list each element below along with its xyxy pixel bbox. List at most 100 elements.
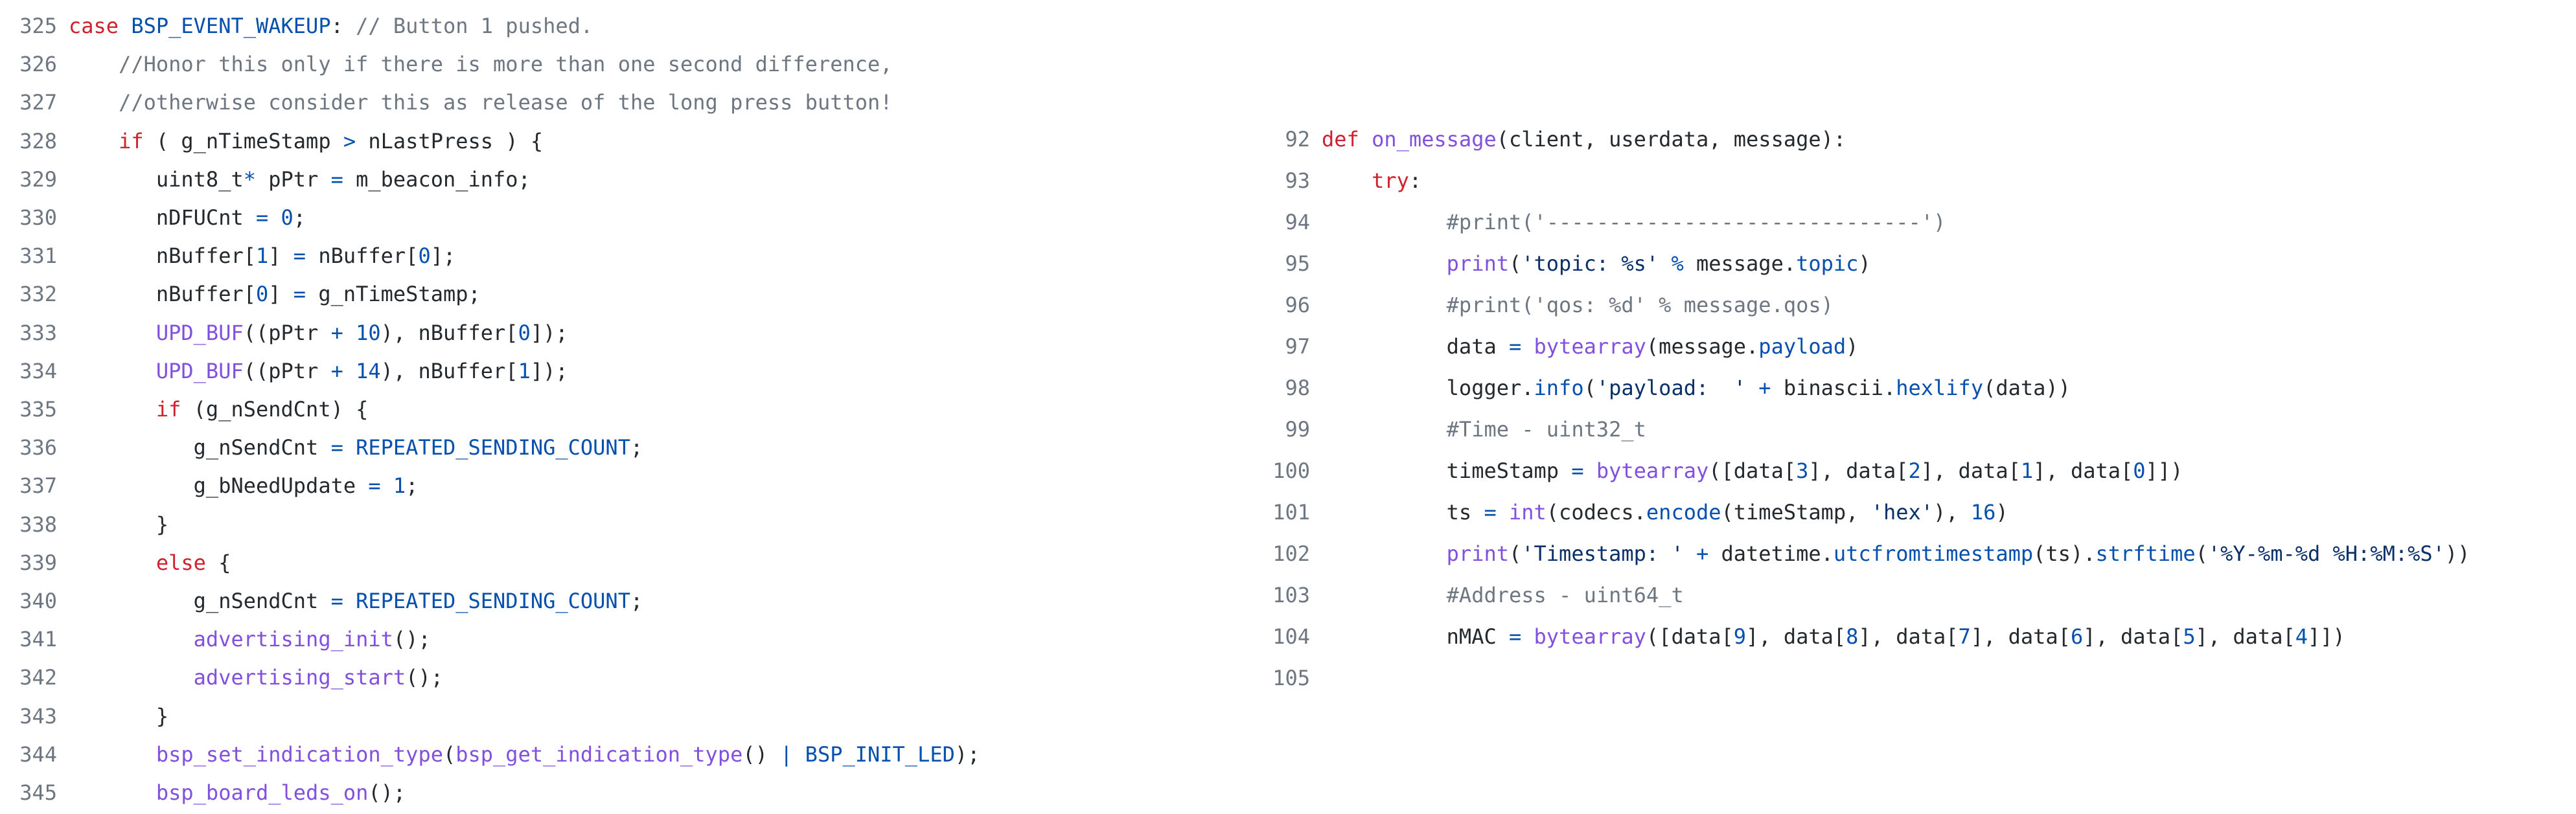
code-token: info <box>1534 376 1584 400</box>
code-token: ([data[ <box>1646 624 1734 649</box>
code-text: #print('------------------------------') <box>1322 203 1946 242</box>
code-token: print <box>1446 251 1509 276</box>
code-line: 102 print('Timestamp: ' + datetime.utcfr… <box>1263 534 2470 573</box>
code-line: 338 } <box>0 505 168 544</box>
code-token: binascii. <box>1771 376 1896 400</box>
code-token: #Time - uint32_t <box>1446 417 1646 442</box>
code-token: ( g_nTimeStamp <box>143 128 343 153</box>
code-line: 334 UPD_BUF((pPtr + 14), nBuffer[1]); <box>0 352 568 390</box>
code-text: advertising_start(); <box>69 658 443 697</box>
code-token: bsp_set_indication_type <box>155 741 443 767</box>
code-token <box>69 129 119 153</box>
code-text: try: <box>1322 161 1421 200</box>
code-token <box>343 321 356 345</box>
code-text: logger.info('payload: ' + binascii.hexli… <box>1322 368 2071 407</box>
code-line: 333 UPD_BUF((pPtr + 10), nBuffer[0]); <box>0 313 568 352</box>
code-token <box>69 742 156 767</box>
code-token: ], data[ <box>2033 458 2133 483</box>
line-number: 337 <box>19 473 57 499</box>
code-line: 343 } <box>0 697 168 736</box>
code-token: ], data[ <box>2083 624 2183 649</box>
code-token: + <box>330 320 343 345</box>
code-text: } <box>69 697 168 736</box>
code-token: nBuffer[ <box>306 243 419 269</box>
code-token: // Button 1 pushed. <box>356 14 593 38</box>
code-token: ); <box>954 741 980 767</box>
code-token: advertising_start <box>193 665 406 690</box>
code-token: % <box>1671 251 1684 276</box>
code-token: #Address - uint64_t <box>1446 583 1684 607</box>
line-number: 330 <box>19 205 57 230</box>
code-token: BSP_EVENT_WAKEUP <box>131 14 331 38</box>
line-number: 95 <box>1285 251 1310 276</box>
code-token: 14 <box>356 358 381 383</box>
code-token: ; <box>293 205 306 230</box>
code-text: print('Timestamp: ' + datetime.utcfromti… <box>1322 534 2470 573</box>
code-token <box>69 90 119 115</box>
code-token: ts <box>1322 500 1484 525</box>
code-token <box>69 665 194 690</box>
code-token: datetime. <box>1708 541 1834 566</box>
code-token: print <box>1446 541 1509 566</box>
code-token: ]]) <box>2307 624 2345 649</box>
code-token <box>1659 251 1671 276</box>
code-token: () <box>742 741 781 767</box>
code-token: payload <box>1758 334 1846 359</box>
code-text: if ( g_nTimeStamp > nLastPress ) { <box>69 122 543 161</box>
code-token: ) <box>1858 251 1871 276</box>
code-line: 328 if ( g_nTimeStamp > nLastPress ) { <box>0 122 543 161</box>
code-line: 339 else { <box>0 543 231 582</box>
line-number: 345 <box>19 780 57 805</box>
code-text: } <box>69 505 168 544</box>
code-token: 6 <box>2070 624 2084 649</box>
code-line: 332 nBuffer[0] = g_nTimeStamp; <box>0 275 481 313</box>
code-token: | <box>780 741 793 767</box>
code-token: g_bNeedUpdate <box>69 473 369 499</box>
line-number: 93 <box>1285 168 1310 193</box>
code-text: #Address - uint64_t <box>1322 576 1684 615</box>
code-token <box>1521 334 1534 359</box>
code-text: ts = int(codecs.encode(timeStamp, 'hex')… <box>1322 493 2008 532</box>
code-token: timeStamp <box>1322 458 1572 483</box>
code-token <box>268 205 281 230</box>
code-token: ; <box>630 435 643 460</box>
code-token: ((pPtr <box>243 320 331 345</box>
code-line: 103 #Address - uint64_t <box>1263 576 1684 615</box>
code-token: bytearray <box>1534 334 1646 359</box>
code-token: nMAC <box>1322 624 1509 649</box>
code-token <box>69 52 119 76</box>
code-line: 99 #Time - uint32_t <box>1263 410 1646 449</box>
code-line: 341 advertising_init(); <box>0 620 431 659</box>
code-token <box>1322 541 1447 566</box>
code-token: ), nBuffer[ <box>380 358 518 383</box>
code-token: case <box>69 14 119 38</box>
code-token: (timeStamp, <box>1721 500 1871 525</box>
code-token: message. <box>1683 251 1797 276</box>
code-token <box>119 14 131 38</box>
code-token: hexlify <box>1896 376 1984 400</box>
code-token: (ts). <box>2033 541 2096 566</box>
code-token: ], data[ <box>1746 624 1846 649</box>
code-token: 'Timestamp: ' <box>1521 541 1684 566</box>
code-token: data <box>1322 334 1509 359</box>
code-line: 335 if (g_nSendCnt) { <box>0 390 368 429</box>
code-token: ((pPtr <box>243 358 331 383</box>
code-token: + <box>330 358 343 383</box>
code-token: = <box>330 166 343 192</box>
code-token: (g_nSendCnt) { <box>181 397 369 422</box>
code-text: g_nSendCnt = REPEATED_SENDING_COUNT; <box>69 582 643 620</box>
line-number: 97 <box>1285 334 1310 359</box>
code-line: 94 #print('-----------------------------… <box>1263 203 1946 242</box>
code-line: 326 //Honor this only if there is more t… <box>0 45 892 84</box>
code-token: ; <box>406 473 419 499</box>
code-token: utcfromtimestamp <box>1833 541 2034 566</box>
code-token: ], data[ <box>1858 624 1959 649</box>
code-text: UPD_BUF((pPtr + 10), nBuffer[0]); <box>69 313 568 352</box>
code-text: //otherwise consider this as release of … <box>69 83 892 122</box>
code-token: 0 <box>255 282 269 307</box>
line-number: 340 <box>19 589 57 613</box>
code-token: ( <box>443 741 456 767</box>
code-token <box>1322 293 1447 317</box>
code-token <box>1521 624 1534 649</box>
code-token: : <box>1409 168 1422 193</box>
